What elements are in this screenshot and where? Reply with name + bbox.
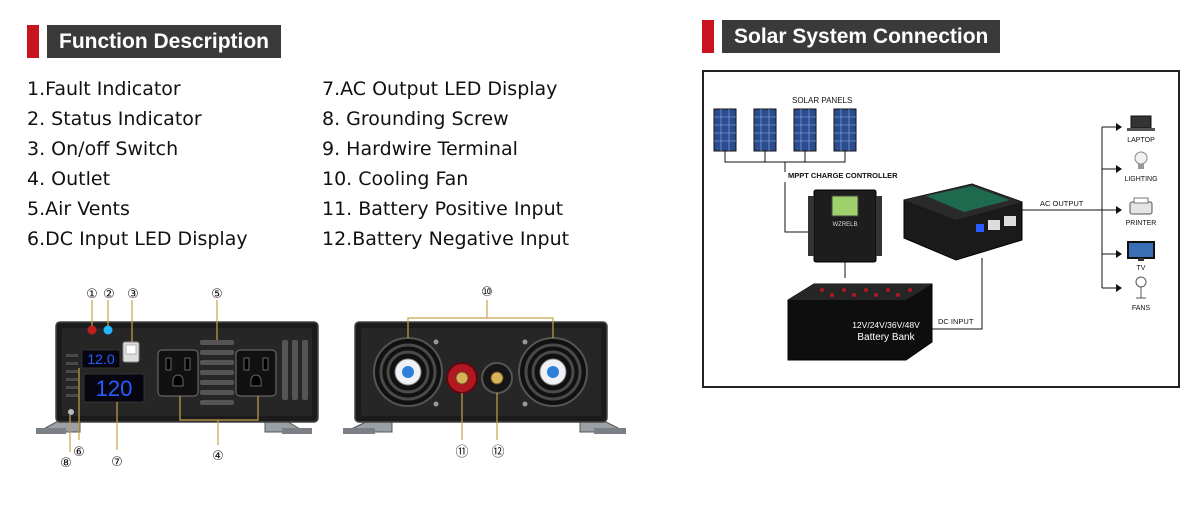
battery-bank: 12V/24V/36V/48V Battery Bank xyxy=(787,283,933,361)
solar-diagram: SOLAR PANELS xyxy=(713,96,1158,361)
load-fans-label: FANS xyxy=(1132,305,1151,312)
tv-icon xyxy=(1127,241,1155,261)
callout-2: ② xyxy=(103,287,115,302)
function-description-title: Function Description xyxy=(47,25,281,58)
inverter-rear-panel: ⑩ ⑪ ⑫ xyxy=(343,285,627,460)
laptop-icon xyxy=(1127,115,1155,131)
callout-3: ③ xyxy=(127,287,139,302)
ac-display-value: 120 xyxy=(96,376,133,401)
callout-12: ⑫ xyxy=(491,445,504,460)
feature-list-left: 1.Fault Indicator 2. Status Indicator 3.… xyxy=(27,74,248,254)
callout-11: ⑪ xyxy=(455,445,468,460)
callout-7: ⑦ xyxy=(111,455,123,470)
feature-item: 8. Grounding Screw xyxy=(322,108,509,130)
cooling-fan-right xyxy=(518,337,588,407)
feature-item: 5.Air Vents xyxy=(27,198,130,220)
mppt-controller: WZRELB xyxy=(808,189,882,263)
inverter-illustration: 12.0 120 ① xyxy=(36,285,627,471)
callout-8: ⑧ xyxy=(60,456,72,471)
outlet-left xyxy=(157,349,199,397)
battery-bank-label: Battery Bank xyxy=(857,332,915,343)
feature-item: 12.Battery Negative Input xyxy=(322,228,570,250)
dc-display-value: 12.0 xyxy=(87,351,114,367)
outlet-right xyxy=(235,349,277,397)
ac-output-label: AC OUTPUT xyxy=(1040,199,1084,208)
feature-item: 2. Status Indicator xyxy=(27,108,202,130)
inverter-front-panel: 12.0 120 ① xyxy=(36,287,319,471)
inverter-unit xyxy=(903,183,1023,261)
battery-voltage-label: 12V/24V/36V/48V xyxy=(852,320,920,330)
function-description-header: Function Description xyxy=(27,25,281,58)
mppt-controller-label: MPPT CHARGE CONTROLLER xyxy=(788,171,898,180)
status-indicator-led xyxy=(103,325,113,335)
load-printer-label: PRINTER xyxy=(1126,220,1157,227)
feature-item: 1.Fault Indicator xyxy=(27,78,181,100)
fan-icon xyxy=(1135,276,1147,299)
feature-item: 6.DC Input LED Display xyxy=(27,228,248,250)
solar-connection-title: Solar System Connection xyxy=(722,20,1001,53)
feature-item: 9. Hardwire Terminal xyxy=(322,138,518,160)
printer-icon xyxy=(1129,197,1153,215)
solar-panel-array xyxy=(713,108,857,152)
solar-diagram-frame: SOLAR PANELS xyxy=(702,70,1180,388)
fault-indicator-led xyxy=(87,325,97,335)
feature-item: 7.AC Output LED Display xyxy=(322,78,558,100)
callout-6: ⑥ xyxy=(73,445,85,460)
feature-item: 10. Cooling Fan xyxy=(322,168,469,190)
solar-panels-label: SOLAR PANELS xyxy=(792,96,852,105)
feature-item: 3. On/off Switch xyxy=(27,138,179,160)
header-accent-bar xyxy=(27,25,39,58)
feature-item: 11. Battery Positive Input xyxy=(322,198,564,220)
solar-connection-header: Solar System Connection xyxy=(702,20,1001,53)
feature-list-right: 7.AC Output LED Display 8. Grounding Scr… xyxy=(322,74,569,254)
feature-item: 4. Outlet xyxy=(27,168,111,190)
callout-1: ① xyxy=(86,287,98,302)
dc-input-led-display xyxy=(81,349,121,369)
load-tv-label: TV xyxy=(1137,265,1146,272)
light-bulb-icon xyxy=(1134,151,1148,169)
callout-10: ⑩ xyxy=(481,285,493,300)
dc-input-label: DC INPUT xyxy=(938,317,974,326)
load-laptop-label: LAPTOP xyxy=(1127,137,1155,144)
callout-4: ④ xyxy=(212,449,224,464)
cooling-fan-left xyxy=(373,337,443,407)
load-lighting-label: LIGHTING xyxy=(1124,176,1157,183)
callout-5: ⑤ xyxy=(211,287,223,302)
ac-output-led-display xyxy=(83,373,145,403)
header-accent-bar xyxy=(702,20,714,53)
controller-brand: WZRELB xyxy=(832,222,857,228)
